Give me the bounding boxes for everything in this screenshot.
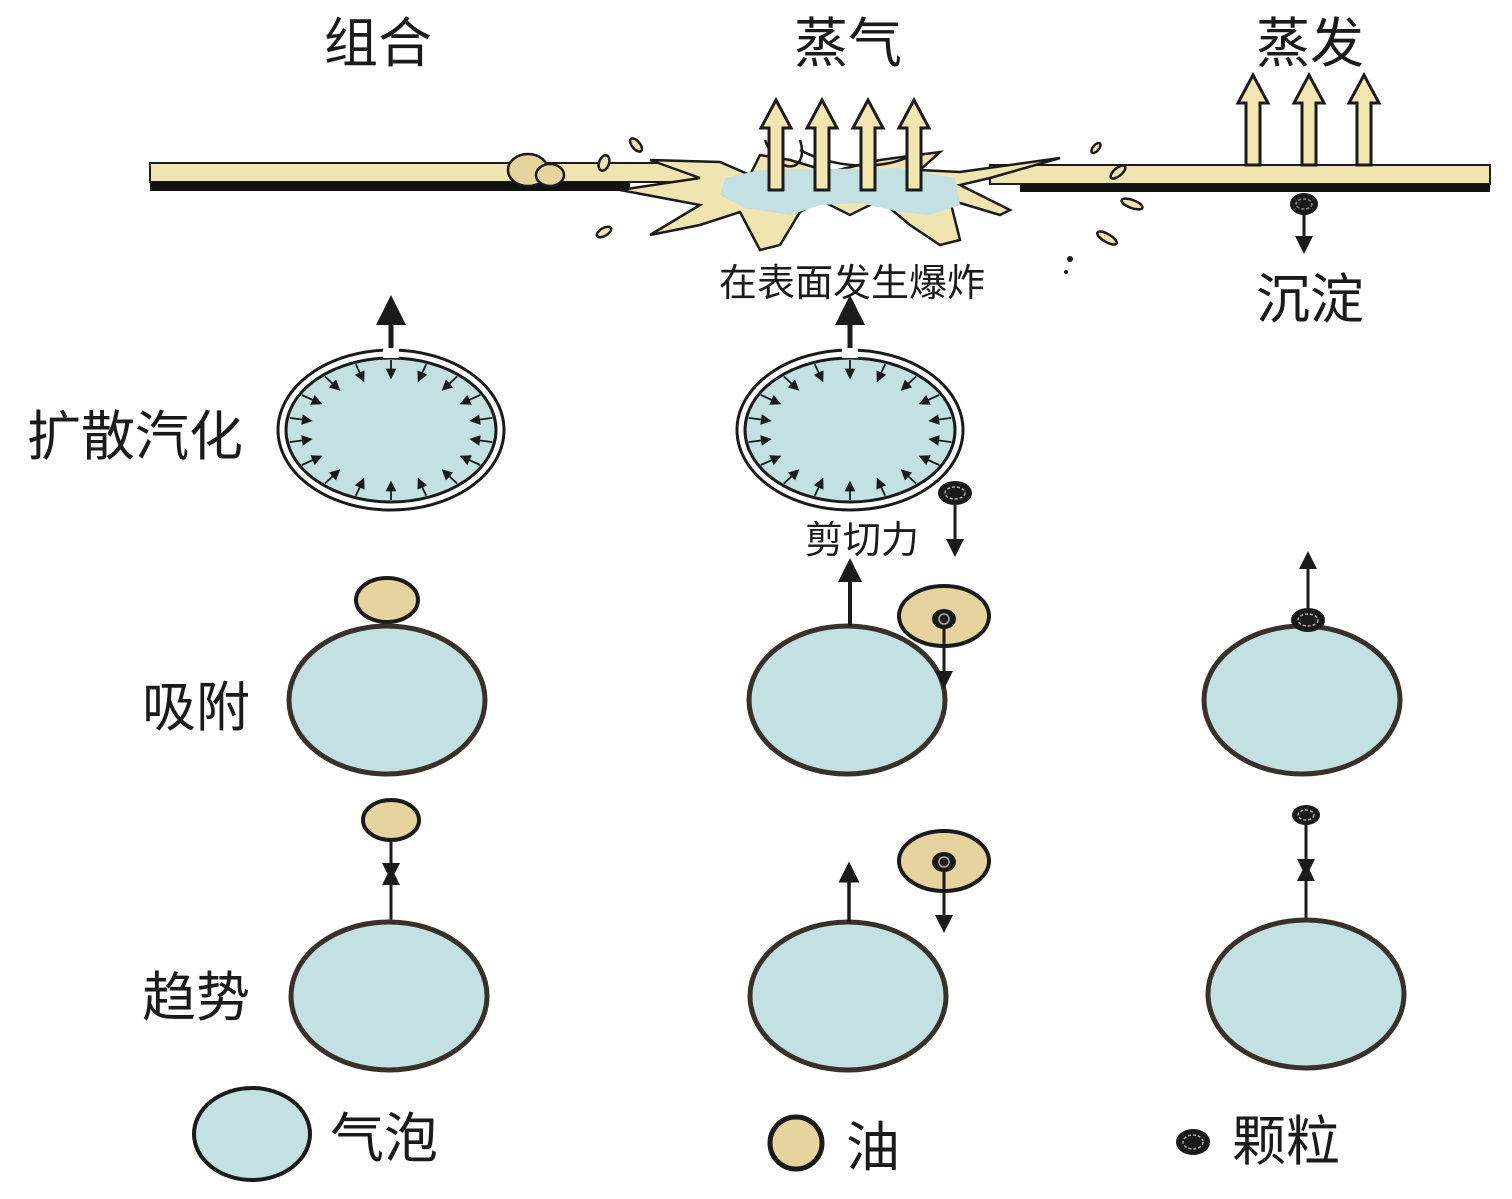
- inward-arrow: [469, 435, 493, 446]
- diffusing-bubble-vapor: [735, 295, 965, 512]
- inward-arrow: [813, 477, 824, 497]
- inward-arrow: [289, 435, 313, 446]
- inward-arrow: [918, 455, 940, 466]
- particle-icon: [1176, 1129, 1210, 1155]
- inward-arrow: [900, 375, 917, 391]
- sediment-label: 沉淀: [1256, 268, 1364, 331]
- inward-arrow: [417, 477, 428, 497]
- inward-arrow: [760, 455, 782, 466]
- inward-arrow: [876, 363, 887, 383]
- oil-blob-on-surface: [506, 152, 566, 188]
- column-heading-combination: 组合: [324, 12, 432, 75]
- inward-arrow: [354, 477, 365, 497]
- approaching-oil-bubble-combination: [288, 798, 490, 1073]
- row-label-tendency: 趋势: [142, 966, 250, 1029]
- inward-arrow: [354, 363, 365, 383]
- inward-arrow: [459, 455, 481, 466]
- inward-arrow: [748, 435, 772, 446]
- inward-arrow: [459, 394, 481, 405]
- bubble-icon: [192, 1086, 312, 1182]
- sediment-particle: [1290, 193, 1318, 254]
- particle-falling-shear: [938, 481, 972, 557]
- inward-arrow: [469, 414, 493, 425]
- inward-arrow: [417, 363, 428, 383]
- adsorbed-oil-bubble-combination: [286, 576, 488, 777]
- legend-label-particle: 颗粒: [1232, 1110, 1340, 1173]
- adsorbed-particle-bubble-evaporation: [1201, 551, 1403, 777]
- inward-arrow: [289, 414, 313, 425]
- spray-particle: [1067, 256, 1073, 262]
- inward-arrow: [441, 469, 458, 485]
- inward-arrow: [760, 394, 782, 405]
- diffusing-bubble-combination: [276, 295, 506, 512]
- inward-arrow: [813, 363, 824, 383]
- inward-arrow: [783, 469, 800, 485]
- inward-arrow: [918, 394, 940, 405]
- inward-arrow: [876, 477, 887, 497]
- vapor-arrows-evaporation: [1236, 73, 1381, 167]
- inward-arrow: [441, 375, 458, 391]
- oil-droplet-icon: [767, 1114, 825, 1172]
- inward-arrow: [928, 435, 952, 446]
- column-heading-vapor: 蒸气: [794, 12, 902, 75]
- inward-arrow: [324, 375, 341, 391]
- inward-arrow: [301, 394, 323, 405]
- inward-arrow: [324, 469, 341, 485]
- row-label-adsorption: 吸附: [142, 676, 250, 739]
- legend-label-bubble: 气泡: [330, 1107, 438, 1170]
- inward-arrow: [748, 414, 772, 425]
- inward-arrow: [900, 469, 917, 485]
- spray-droplets: [595, 137, 1144, 246]
- legend: 气泡 油 颗粒: [192, 1086, 1340, 1182]
- oil-coated-particle-bubble-vapor: [746, 558, 991, 777]
- approaching-particle-bubble-evaporation: [1205, 805, 1407, 1071]
- surface-explosion: [619, 139, 1061, 252]
- inward-arrow: [783, 375, 800, 391]
- inward-arrow: [301, 455, 323, 466]
- spray-particle: [1064, 270, 1068, 274]
- legend-label-oil: 油: [846, 1116, 900, 1179]
- explosion-label: 在表面发生爆炸: [719, 261, 985, 305]
- column-heading-evaporation: 蒸发: [1256, 12, 1364, 75]
- shear-force-label: 剪切力: [805, 518, 919, 562]
- inward-diffusion-arrows: [289, 360, 952, 500]
- separating-oil-particle-vapor: [747, 829, 991, 1073]
- row-label-diffusion: 扩散汽化: [27, 405, 243, 468]
- inward-arrow: [928, 414, 952, 425]
